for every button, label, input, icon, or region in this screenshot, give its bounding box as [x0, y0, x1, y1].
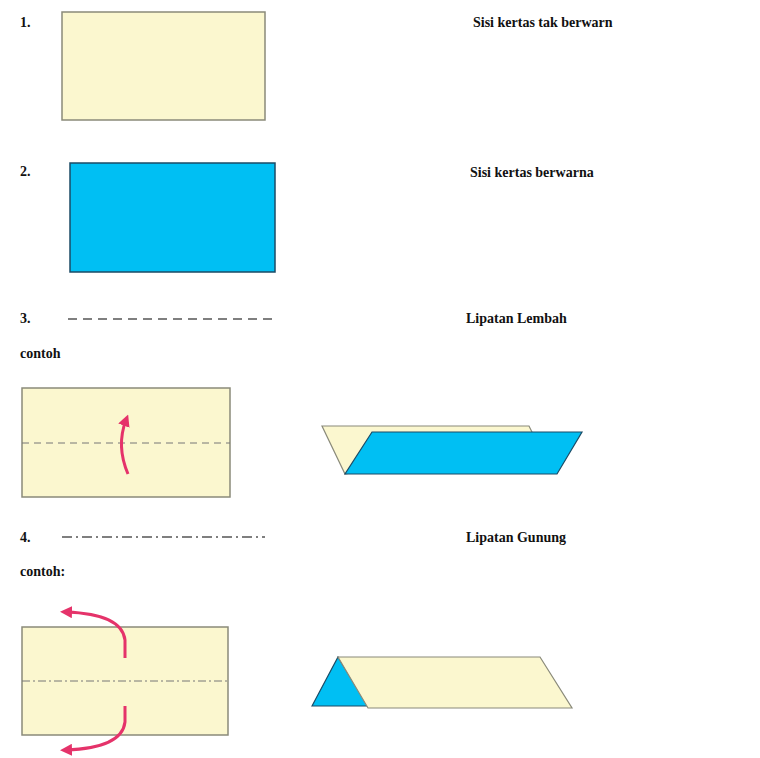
step-number: 4.	[20, 530, 31, 545]
symbol-caption-box: Sisi kertas berwarna	[470, 163, 594, 181]
symbol-caption: Sisi kertas berwarna	[470, 165, 594, 180]
step-number: 3.	[20, 311, 31, 326]
paper-colored-side	[70, 163, 275, 272]
step-number-box: 2.	[20, 162, 31, 180]
example-label: contoh:	[20, 564, 65, 579]
paper-white-side	[62, 12, 265, 120]
valley-fold-line	[68, 318, 275, 319]
symbol-caption: Lipatan Lembah	[466, 311, 567, 326]
mountain-fold-line	[62, 536, 265, 537]
symbol-caption: Sisi kertas tak berwarn	[473, 15, 613, 30]
fold-arrow	[121, 420, 128, 474]
folded-paper-front	[345, 432, 582, 474]
example-label-box: contoh	[20, 344, 60, 362]
symbol-caption-box: Lipatan Lembah	[466, 309, 567, 327]
fold-arrow	[66, 706, 125, 750]
paper-square	[22, 388, 230, 497]
symbol-caption-box: Sisi kertas tak berwarn	[473, 13, 613, 31]
step-number-box: 1.	[20, 13, 31, 31]
symbol-caption-box: Lipatan Gunung	[466, 528, 566, 546]
folded-paper-front	[338, 657, 572, 708]
fold-arrow	[66, 612, 125, 658]
symbol-caption: Lipatan Gunung	[466, 530, 566, 545]
step-number: 2.	[20, 164, 31, 179]
step-number-box: 4.	[20, 528, 31, 546]
mountain-fold-line	[22, 681, 228, 682]
example-label-box: contoh:	[20, 562, 65, 580]
step-number-box: 3.	[20, 309, 31, 327]
step-number: 1.	[20, 15, 31, 30]
example-label: contoh	[20, 346, 60, 361]
valley-fold-line	[22, 443, 230, 444]
